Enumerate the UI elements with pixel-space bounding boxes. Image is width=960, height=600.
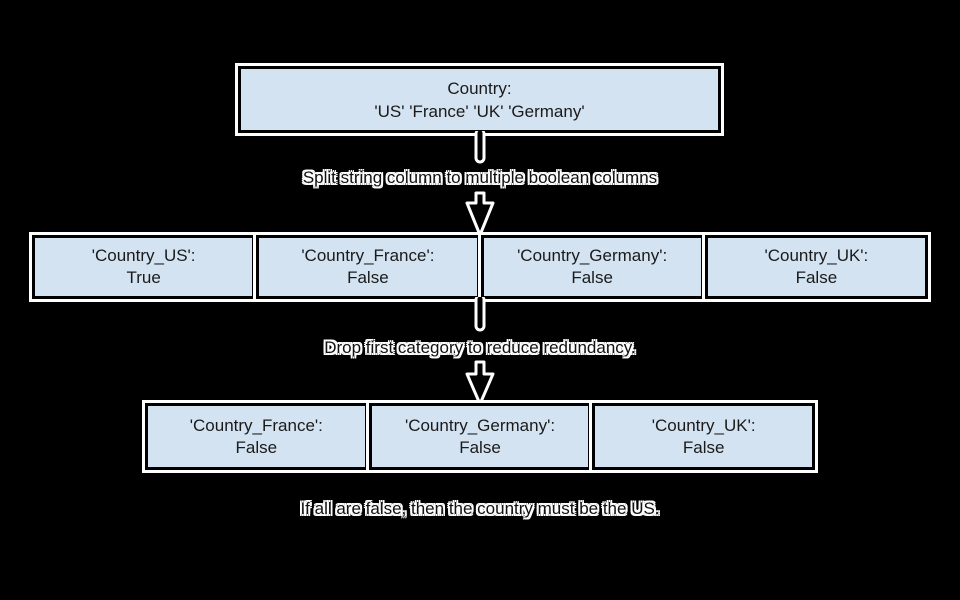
source-country-box: Country: 'US' 'France' 'UK' 'Germany': [238, 66, 721, 133]
country-us-name: 'Country_US':: [91, 246, 196, 265]
country-germany-cell: 'Country_Germany': False: [480, 235, 704, 299]
country-uk-cell-reduced: 'Country_UK': False: [592, 403, 816, 470]
country-france-value: False: [347, 268, 389, 287]
country-uk-value: False: [682, 437, 725, 457]
country-germany-name: 'Country_Germany':: [404, 415, 556, 435]
country-uk-cell: 'Country_UK': False: [704, 235, 928, 299]
country-germany-value: False: [459, 437, 501, 457]
drop-first-step-label: Drop first category to reduce redundancy…: [324, 338, 636, 357]
country-france-name: 'Country_France':: [301, 246, 435, 265]
country-france-cell-reduced: 'Country_France': False: [145, 403, 368, 470]
country-us-cell: 'Country_US': True: [32, 235, 256, 299]
country-germany-cell-reduced: 'Country_Germany': False: [368, 403, 592, 470]
country-germany-name: 'Country_Germany':: [517, 246, 668, 265]
country-france-cell: 'Country_France': False: [256, 235, 480, 299]
country-us-value: True: [126, 268, 161, 287]
country-uk-name: 'Country_UK':: [764, 246, 869, 265]
country-germany-value: False: [571, 268, 613, 287]
country-france-value: False: [235, 437, 278, 457]
footer-note-label: If all are false, then the country must …: [300, 499, 660, 518]
country-uk-name: 'Country_UK':: [651, 415, 756, 435]
source-country-title: Country:: [447, 78, 512, 98]
reduced-columns-row: 'Country_France': False 'Country_Germany…: [145, 403, 816, 470]
country-france-name: 'Country_France':: [189, 415, 323, 435]
arrow-down-icon: [465, 131, 495, 237]
split-step-label: Split string column to multiple boolean …: [302, 168, 658, 187]
country-uk-value: False: [795, 268, 838, 287]
arrow-down-icon: [465, 297, 495, 406]
source-country-values: 'US' 'France' 'UK' 'Germany': [374, 101, 585, 121]
boolean-columns-row: 'Country_US': True 'Country_France': Fal…: [32, 235, 928, 299]
